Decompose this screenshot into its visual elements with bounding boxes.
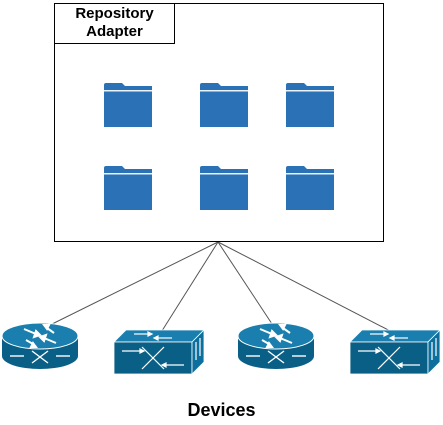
folder-icon	[286, 166, 334, 210]
link-switch-1	[159, 241, 219, 335]
connection-lines	[39, 241, 397, 335]
repository-title-line2: Adapter	[86, 23, 143, 40]
devices-caption: Devices	[187, 400, 256, 420]
switch-icon	[113, 329, 205, 375]
link-router-2	[217, 241, 277, 331]
link-router-1	[39, 241, 219, 331]
switch-icon	[349, 329, 441, 375]
folder-icon	[286, 83, 334, 127]
router-icon	[237, 322, 315, 370]
repository-title-line1: Repository	[75, 5, 154, 22]
router-icon	[1, 322, 79, 370]
folder-icon	[104, 166, 152, 210]
link-switch-2	[217, 241, 397, 335]
folder-icon	[104, 83, 152, 127]
folder-icon	[200, 83, 248, 127]
folder-icon	[200, 166, 248, 210]
repository-adapter-label: Repository Adapter	[55, 4, 175, 44]
